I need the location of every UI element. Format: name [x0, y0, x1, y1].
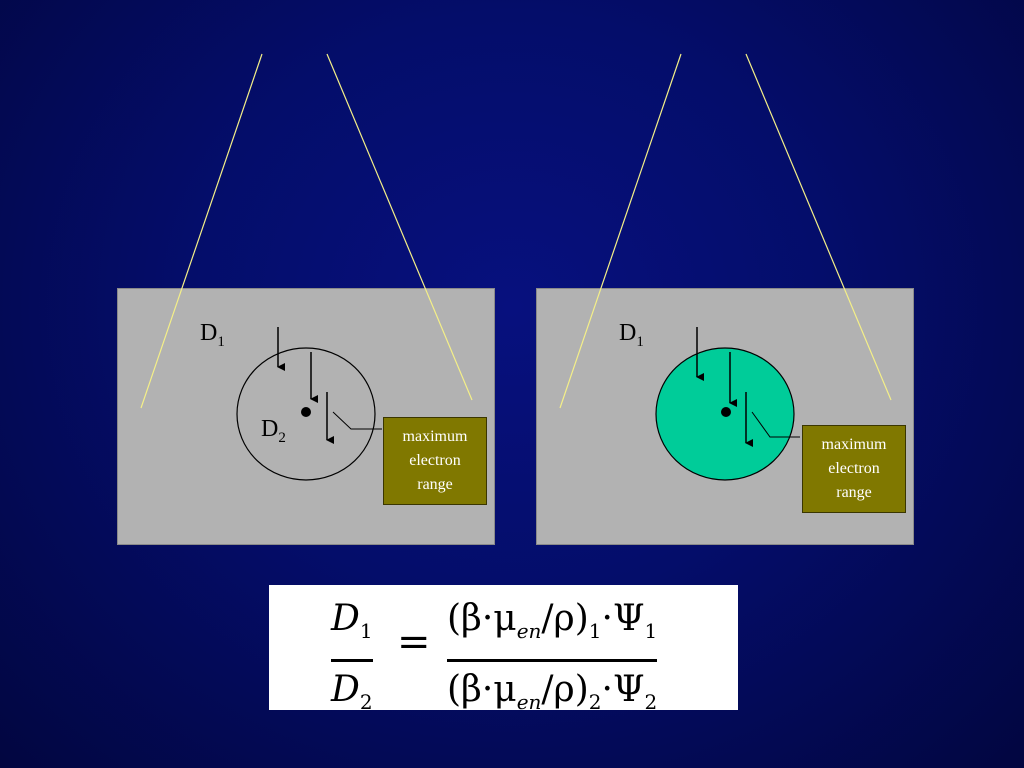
left-panel: D1 D2 maximum electron range: [117, 288, 495, 545]
right-panel: D1 D2 maximum electron range: [536, 288, 914, 545]
point-dot: [721, 407, 731, 417]
rhs-denominator: (β·μen/ρ)2·Ψ2: [447, 669, 658, 715]
range-callout-line: [751, 411, 800, 438]
beam-line: [745, 53, 892, 401]
lhs-denominator: D2: [331, 669, 373, 715]
beam-line: [140, 53, 263, 409]
max-electron-range-box: maximum electron range: [383, 417, 487, 505]
sensitive-volume-circle: [236, 347, 376, 481]
d1-label: D1: [619, 320, 644, 350]
rhs-fraction: (β·μen/ρ)1·Ψ1 (β·μen/ρ)2·Ψ2: [447, 595, 658, 726]
point-dot: [301, 407, 311, 417]
lhs-numerator: D1: [331, 598, 373, 644]
beam-line: [326, 53, 473, 401]
range-callout-line: [332, 411, 382, 430]
rhs-numerator: (β·μen/ρ)1·Ψ1: [447, 598, 658, 644]
max-electron-range-box: maximum electron range: [802, 425, 906, 513]
fraction-bar: [331, 659, 373, 663]
d2-label: D2: [261, 416, 286, 446]
equals-sign: =: [397, 619, 431, 665]
lhs-fraction: D1 D2: [331, 595, 373, 726]
dose-ratio-formula: D1 D2 = (β·μen/ρ)1·Ψ1 (β·μen/ρ)2·Ψ2: [269, 585, 738, 714]
beam-line: [559, 53, 682, 409]
fraction-bar: [447, 659, 658, 663]
d1-label: D1: [200, 320, 225, 350]
